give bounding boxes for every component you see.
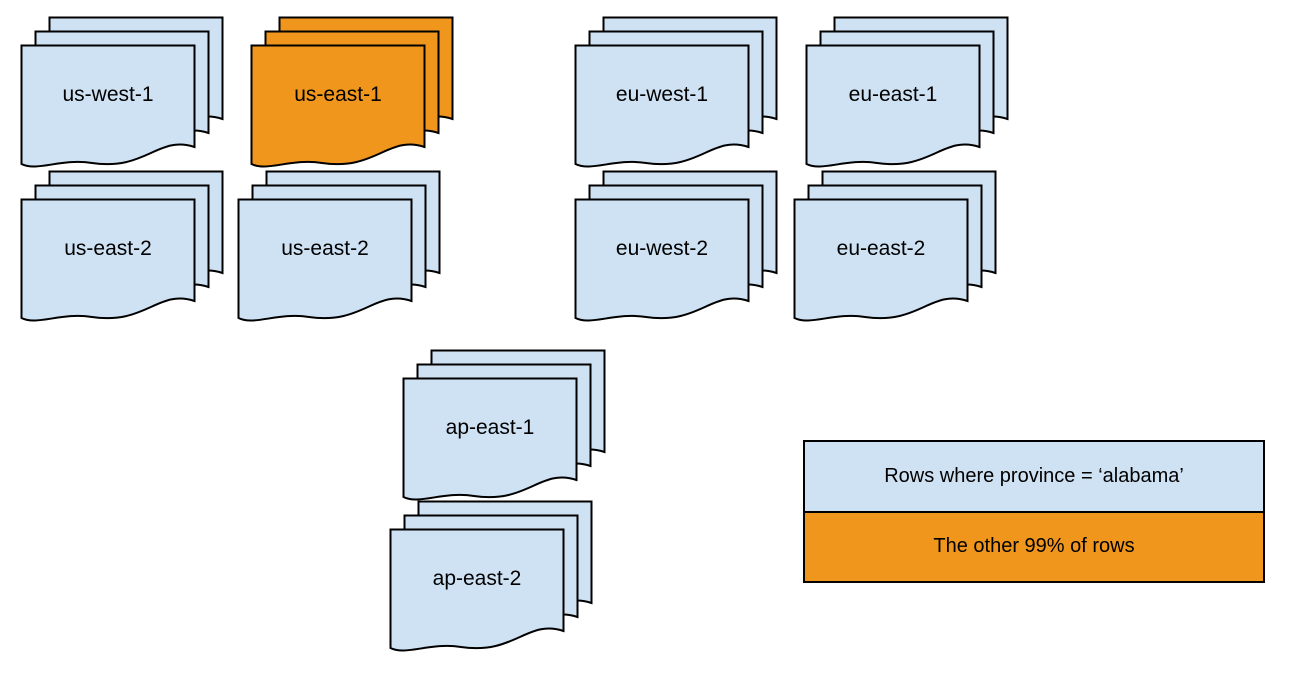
region-stack-us-east-1: us-east-1 bbox=[250, 16, 454, 174]
document-page-front bbox=[574, 44, 750, 168]
region-stack-eu-west-1: eu-west-1 bbox=[574, 16, 778, 174]
document-page-front bbox=[805, 44, 981, 168]
legend-label: Rows where province = ‘alabama’ bbox=[884, 464, 1184, 487]
document-page-front bbox=[793, 198, 969, 322]
document-page-front bbox=[20, 198, 196, 322]
legend-row-other-rows: The other 99% of rows bbox=[805, 512, 1263, 581]
region-stack-eu-east-2: eu-east-2 bbox=[793, 170, 997, 328]
region-stack-eu-west-2: eu-west-2 bbox=[574, 170, 778, 328]
region-stack-us-west-2: us-east-2 bbox=[20, 170, 224, 328]
legend-row-alabama: Rows where province = ‘alabama’ bbox=[805, 442, 1263, 513]
region-stack-ap-east-2: ap-east-2 bbox=[389, 500, 593, 658]
region-stack-us-east-2: us-east-2 bbox=[237, 170, 441, 328]
document-page-front bbox=[237, 198, 413, 322]
document-page-front bbox=[20, 44, 196, 168]
document-page-front bbox=[574, 198, 750, 322]
document-page-front bbox=[250, 44, 426, 168]
region-stack-us-west-1: us-west-1 bbox=[20, 16, 224, 174]
document-page-front bbox=[402, 377, 578, 501]
region-stack-ap-east-1: ap-east-1 bbox=[402, 349, 606, 507]
document-page-front bbox=[389, 528, 565, 652]
region-stack-eu-east-1: eu-east-1 bbox=[805, 16, 1009, 174]
legend-label: The other 99% of rows bbox=[933, 535, 1135, 558]
legend: Rows where province = ‘alabama’ The othe… bbox=[803, 440, 1265, 583]
